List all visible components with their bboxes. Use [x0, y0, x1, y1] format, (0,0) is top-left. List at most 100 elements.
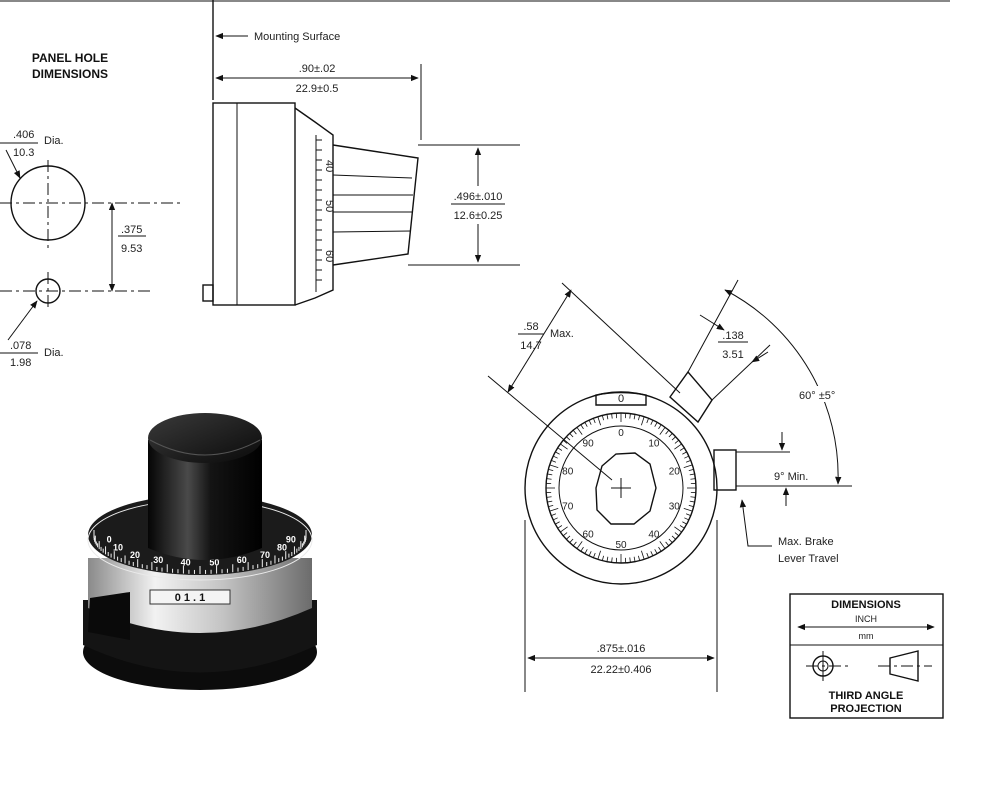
offset-ext-line-2 — [561, 282, 681, 394]
legend-projection-2: PROJECTION — [830, 703, 902, 715]
front-scale-tick — [682, 451, 687, 455]
front-scale-inner — [558, 425, 684, 551]
legend-unit-mm: mm — [859, 631, 874, 641]
front-scale-tick — [690, 478, 696, 480]
front-scale-tick — [552, 455, 558, 459]
front-scale-ticks — [546, 413, 696, 563]
front-scale-tick — [584, 549, 588, 554]
brake-label-2: Lever Travel — [778, 553, 839, 565]
front-scale-tick — [549, 508, 559, 512]
pin-dia-leader — [7, 300, 38, 341]
lever-in: .138 — [722, 330, 743, 342]
photo-scale-number: 90 — [286, 534, 296, 544]
front-scale-tick — [562, 532, 568, 537]
front-scale-tick — [551, 513, 557, 516]
front-scale-tick — [588, 419, 592, 425]
front-scale-tick — [576, 427, 583, 435]
front-scale-tick — [548, 468, 554, 471]
front-scale-tick — [593, 552, 596, 558]
side-scale-40: 40 — [323, 160, 335, 172]
front-scale-number: 0 — [618, 428, 624, 439]
panel-title-1: PANEL HOLE — [32, 51, 108, 65]
lever-arrow-2 — [751, 351, 769, 363]
front-scale-tick — [580, 546, 584, 552]
front-scale-tick — [588, 551, 592, 557]
side-knob-cap — [332, 144, 419, 266]
front-scale-tick — [597, 416, 601, 426]
brake-lever — [669, 370, 713, 424]
front-scale-tick — [576, 541, 583, 549]
front-scale-tick — [690, 496, 696, 498]
front-scale-tick — [638, 555, 641, 561]
front-scale-tick — [683, 508, 693, 512]
front-scale-tick — [547, 473, 553, 476]
legend-projection-1: THIRD ANGLE — [829, 690, 904, 702]
front-scale-number: 50 — [615, 540, 627, 551]
front-scale-tick — [658, 546, 662, 552]
front-scale-tick — [572, 429, 577, 435]
front-scale-number: 90 — [583, 439, 595, 450]
spacing-in: .375 — [121, 224, 142, 236]
lever-arrow-1 — [699, 314, 725, 331]
front-scale-tick — [560, 443, 568, 450]
front-scale-tick — [593, 418, 596, 424]
photo-counter-window — [149, 589, 231, 605]
brake-label-1: Max. Brake — [778, 536, 834, 548]
front-scale-tick — [679, 447, 685, 451]
length-mm: 22.9±0.5 — [296, 83, 339, 95]
front-scale-tick — [633, 556, 636, 562]
legend-frustum — [889, 650, 919, 682]
photo-scale-number: 50 — [209, 558, 219, 568]
front-scale-tick — [549, 464, 559, 468]
hole-dia-leader — [5, 149, 21, 179]
front-scale-tick — [674, 532, 680, 537]
front-scale-tick — [685, 460, 691, 463]
side-scale-60: 60 — [323, 250, 335, 262]
side-scale-ticks — [315, 135, 322, 292]
front-scale-tick — [557, 525, 563, 529]
photo-scale-number: 60 — [237, 555, 247, 565]
photo-scale-number: 20 — [130, 550, 140, 560]
front-scale-tick — [584, 422, 588, 427]
front-scale-tick — [572, 541, 577, 547]
front-scale-tick — [552, 517, 558, 521]
pin-dia-in: .078 — [10, 340, 31, 352]
angle-label-bg — [792, 386, 844, 402]
length-in: .90±.02 — [299, 63, 336, 75]
spacing-mm: 9.53 — [121, 243, 142, 255]
front-scale-tick — [668, 538, 673, 543]
front-scale-tick — [688, 505, 694, 508]
front-scale-number: 20 — [669, 467, 681, 478]
front-scale-tick — [685, 513, 691, 516]
photo-counter-digits: 0 1 . 1 — [175, 592, 206, 604]
photo-scale-number: 10 — [113, 543, 123, 553]
side-view-diagram: Mounting Surface .90±.02 22.9±0.5 40 50 … — [202, 0, 520, 306]
front-scale-tick — [551, 460, 557, 463]
angle-arc — [724, 289, 842, 485]
front-knob-outline — [595, 452, 657, 525]
front-scale-tick — [684, 455, 690, 459]
photo-scale-number: 70 — [260, 550, 270, 560]
photo-scale-number: 0 — [107, 534, 112, 544]
front-scale-tick — [601, 555, 604, 561]
photo-scale-number: 80 — [277, 543, 287, 553]
front-scale-tick — [650, 419, 654, 425]
dia-mm: 22.22±0.406 — [590, 664, 651, 676]
front-counter-window — [595, 391, 647, 406]
offset-dim-line — [507, 289, 572, 393]
panel-hole-diagram: PANEL HOLE DIMENSIONS .406 10.3 Dia. .37… — [0, 51, 180, 369]
dia-in: .875±.016 — [597, 643, 646, 655]
height-label-bg — [447, 186, 509, 224]
front-scale-tick — [689, 473, 695, 476]
pin-dia-mm: 1.98 — [10, 357, 31, 369]
front-scale-tick — [641, 550, 645, 560]
dimensions-legend: DIMENSIONS INCH mm THIRD ANGLE PROJECTIO… — [789, 593, 944, 719]
front-scale-tick — [546, 496, 552, 498]
front-scale-tick — [555, 521, 560, 525]
front-scale-number: 10 — [648, 439, 660, 450]
front-scale-tick — [555, 451, 560, 455]
front-scale-tick — [665, 429, 670, 435]
